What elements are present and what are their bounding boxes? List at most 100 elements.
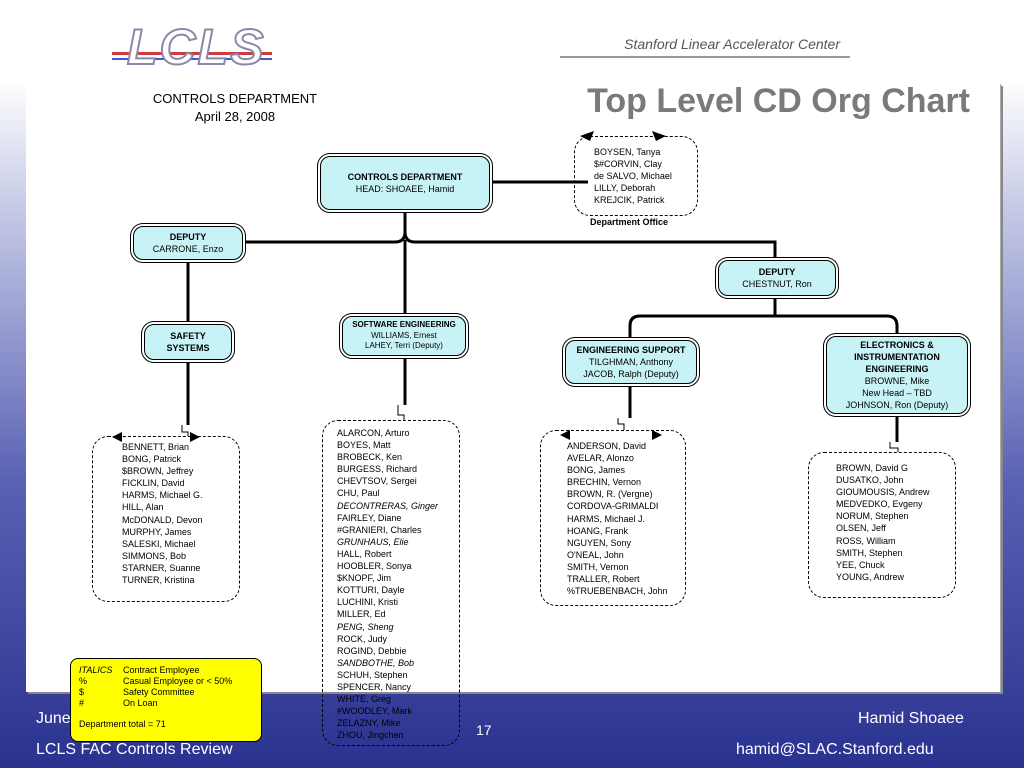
legend: ITALICS Contract Employee % Casual Emplo… bbox=[70, 658, 262, 742]
list-item: ROCK, Judy bbox=[337, 633, 388, 644]
list-item: BONG, Patrick bbox=[122, 454, 182, 465]
list-item: GIOUMOUSIS, Andrew bbox=[836, 487, 930, 498]
list-item: SPENCER, Nancy bbox=[337, 681, 412, 692]
legend-value: Contract Employee bbox=[123, 665, 200, 675]
list-item: BURGESS, Richard bbox=[337, 464, 418, 475]
list-item: NORUM, Stephen bbox=[836, 511, 909, 522]
legend-value: Safety Committee bbox=[123, 687, 195, 697]
list-item: DUSATKO, John bbox=[836, 475, 904, 486]
list-item: CHEVTSOV, Sergei bbox=[337, 476, 417, 487]
slide-header bbox=[0, 0, 1024, 84]
list-item: CHU, Paul bbox=[337, 488, 380, 499]
list-item: MILLER, Ed bbox=[337, 609, 386, 620]
eng-support-members-list: ANDERSON, David AVELAR, Alonzo BONG, Jam… bbox=[567, 440, 668, 597]
deputy-chestnut-node: DEPUTY CHESTNUT, Ron bbox=[718, 260, 836, 296]
list-item: CORDOVA-GRIMALDI bbox=[567, 501, 659, 512]
list-item: LUCHINI, Kristi bbox=[337, 597, 399, 608]
electronics-instrumentation-node: ELECTRONICS & INSTRUMENTATION ENGINEERIN… bbox=[826, 336, 968, 414]
department-office-label: Department Office bbox=[590, 217, 669, 227]
list-item: KOTTURI, Dayle bbox=[337, 585, 405, 596]
list-item: BROWN, R. (Vergne) bbox=[567, 489, 653, 500]
list-item: SIMMONS, Bob bbox=[122, 550, 187, 561]
node-head: CHESTNUT, Ron bbox=[742, 279, 812, 289]
list-item: HOOBLER, Sonya bbox=[337, 561, 412, 572]
node-head: CARRONE, Enzo bbox=[152, 244, 224, 254]
list-item: HARMS, Michael G. bbox=[122, 490, 203, 501]
safety-members-list: BENNETT, Brian BONG, Patrick $BROWN, Jef… bbox=[122, 441, 203, 586]
list-item: ZHOU, Jingchen bbox=[337, 730, 404, 741]
list-item: SCHUH, Stephen bbox=[337, 669, 408, 680]
department-office-box bbox=[574, 136, 698, 216]
deputy-carrone-node: DEPUTY CARRONE, Enzo bbox=[133, 226, 243, 260]
list-item: BROBECK, Ken bbox=[337, 452, 403, 463]
list-item: HOANG, Frank bbox=[567, 525, 629, 536]
list-item: BOYES, Matt bbox=[337, 440, 391, 451]
legend-key: % bbox=[79, 676, 88, 686]
node-title-1: ELECTRONICS & bbox=[860, 340, 934, 350]
list-item: ALARCON, Arturo bbox=[337, 428, 410, 438]
node-deputy: LAHEY, Terri (Deputy) bbox=[365, 341, 443, 351]
list-item: ZELAZNY, Mike bbox=[337, 718, 401, 729]
footer-date: June bbox=[36, 710, 71, 727]
node-note: New Head – TBD bbox=[862, 388, 932, 398]
node-title-1: SAFETY bbox=[170, 331, 206, 341]
list-item: OLSEN, Jeff bbox=[836, 523, 886, 534]
list-item: SMITH, Stephen bbox=[836, 547, 903, 558]
list-item: BENNETT, Brian bbox=[122, 442, 190, 452]
list-item: ROGIND, Debbie bbox=[337, 645, 407, 656]
list-item: BOYSEN, Tanya bbox=[594, 147, 661, 157]
list-item: NGUYEN, Sony bbox=[567, 537, 632, 548]
list-item: $BROWN, Jeffrey bbox=[122, 466, 194, 477]
department-date: April 28, 2008 bbox=[194, 109, 276, 124]
list-item: YOUNG, Andrew bbox=[836, 571, 905, 582]
list-item: WHITE, Greg bbox=[337, 694, 392, 705]
electronics-members-list: BROWN, David G DUSATKO, John GIOUMOUSIS,… bbox=[836, 462, 930, 583]
footer-name: Hamid Shoaee bbox=[858, 710, 964, 727]
software-members-box bbox=[322, 420, 460, 746]
list-item: LILLY, Deborah bbox=[594, 183, 656, 194]
list-item: HALL, Robert bbox=[337, 548, 392, 559]
engineering-support-node: ENGINEERING SUPPORT TILGHMAN, Anthony JA… bbox=[565, 340, 697, 384]
node-deputy: JACOB, Ralph (Deputy) bbox=[583, 369, 679, 379]
software-members-list: ALARCON, Arturo BOYES, Matt BROBECK, Ken… bbox=[337, 427, 438, 741]
department-title: CONTROLS DEPARTMENT April 28, 2008 bbox=[110, 90, 360, 126]
list-item: %TRUEBENBACH, John bbox=[567, 586, 668, 597]
legend-key: # bbox=[79, 698, 85, 708]
list-item: SANDBOTHE, Bob bbox=[337, 657, 415, 668]
logo-text: LCLS bbox=[126, 18, 266, 76]
list-item: TRALLER, Robert bbox=[567, 574, 640, 585]
logo-stripe-blue bbox=[112, 58, 272, 60]
node-title: ENGINEERING SUPPORT bbox=[576, 345, 686, 355]
list-item: FAIRLEY, Diane bbox=[337, 512, 402, 523]
controls-department-node: CONTROLS DEPARTMENT HEAD: SHOAEE, Hamid bbox=[320, 156, 490, 210]
list-item: McDONALD, Devon bbox=[122, 514, 203, 525]
org-name: Stanford Linear Accelerator Center bbox=[624, 36, 840, 52]
legend-row: % Casual Employee or < 50% bbox=[79, 676, 253, 687]
list-item: HARMS, Michael J. bbox=[567, 513, 646, 524]
node-title-3: ENGINEERING bbox=[865, 364, 929, 374]
list-item: DECONTRERAS, Ginger bbox=[337, 500, 439, 511]
department-office-list: BOYSEN, Tanya $#CORVIN, Clay de SALVO, M… bbox=[594, 146, 672, 206]
list-item: FICKLIN, David bbox=[122, 478, 185, 489]
legend-row: $ Safety Committee bbox=[79, 687, 253, 698]
legend-value: On Loan bbox=[123, 698, 158, 708]
safety-systems-node: SAFETY SYSTEMS bbox=[144, 324, 232, 360]
list-item: SALESKI, Michael bbox=[122, 538, 196, 549]
node-head: WILLIAMS, Ernest bbox=[371, 330, 437, 340]
list-item: ROSS, William bbox=[836, 535, 896, 546]
legend-value: Casual Employee or < 50% bbox=[123, 676, 233, 686]
node-deputy: JOHNSON, Ron (Deputy) bbox=[845, 400, 949, 410]
department-name: CONTROLS DEPARTMENT bbox=[152, 91, 318, 106]
list-item: $#CORVIN, Clay bbox=[594, 159, 662, 170]
node-title: CONTROLS DEPARTMENT bbox=[347, 172, 463, 182]
page-title: Top Level CD Org Chart bbox=[587, 82, 970, 120]
legend-key: ITALICS bbox=[79, 665, 113, 675]
list-item: #WOODLEY, Mark bbox=[337, 706, 412, 717]
list-item: O'NEAL, John bbox=[567, 549, 624, 560]
list-item: TURNER, Kristina bbox=[122, 575, 195, 586]
lcls-logo: LCLS bbox=[112, 18, 272, 76]
list-item: BRECHIN, Vernon bbox=[567, 477, 642, 488]
legend-row: # On Loan bbox=[79, 698, 253, 709]
page-number: 17 bbox=[476, 722, 492, 738]
safety-members-box bbox=[92, 436, 240, 602]
